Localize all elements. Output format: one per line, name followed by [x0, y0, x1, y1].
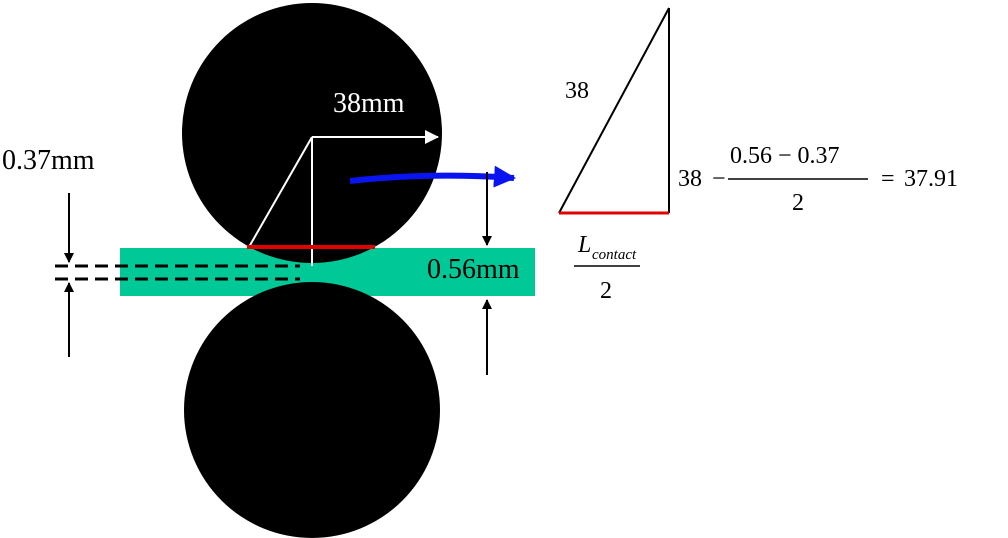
- fraction-denominator: 2: [600, 278, 612, 304]
- contact-fraction: L contact 2: [574, 232, 640, 304]
- radius-diagonal-line: [248, 136, 313, 248]
- exit-thickness-label: 0.37mm: [2, 145, 95, 176]
- triangle-hypotenuse: [558, 7, 670, 214]
- flow-arrow: [349, 165, 516, 188]
- lower-roller: [184, 282, 440, 538]
- equation-minus: −: [712, 166, 726, 192]
- equation-denominator: 2: [792, 190, 804, 216]
- triangle-hyp-label: 38: [565, 78, 589, 104]
- upper-roller: [182, 3, 442, 263]
- equation-result: 37.91: [904, 166, 958, 192]
- radius-label: 38mm: [333, 88, 405, 119]
- equation-numerator: 0.56 − 0.37: [730, 143, 840, 169]
- fraction-numerator-main: L: [577, 232, 591, 258]
- entry-thickness-label: 0.56mm: [427, 254, 520, 285]
- fraction-numerator-sub: contact: [592, 247, 637, 263]
- equation-lead: 38: [678, 166, 702, 192]
- equation-equals: =: [881, 166, 895, 192]
- thickness-equation: 38 − 0.56 − 0.37 2 = 37.91: [678, 143, 958, 216]
